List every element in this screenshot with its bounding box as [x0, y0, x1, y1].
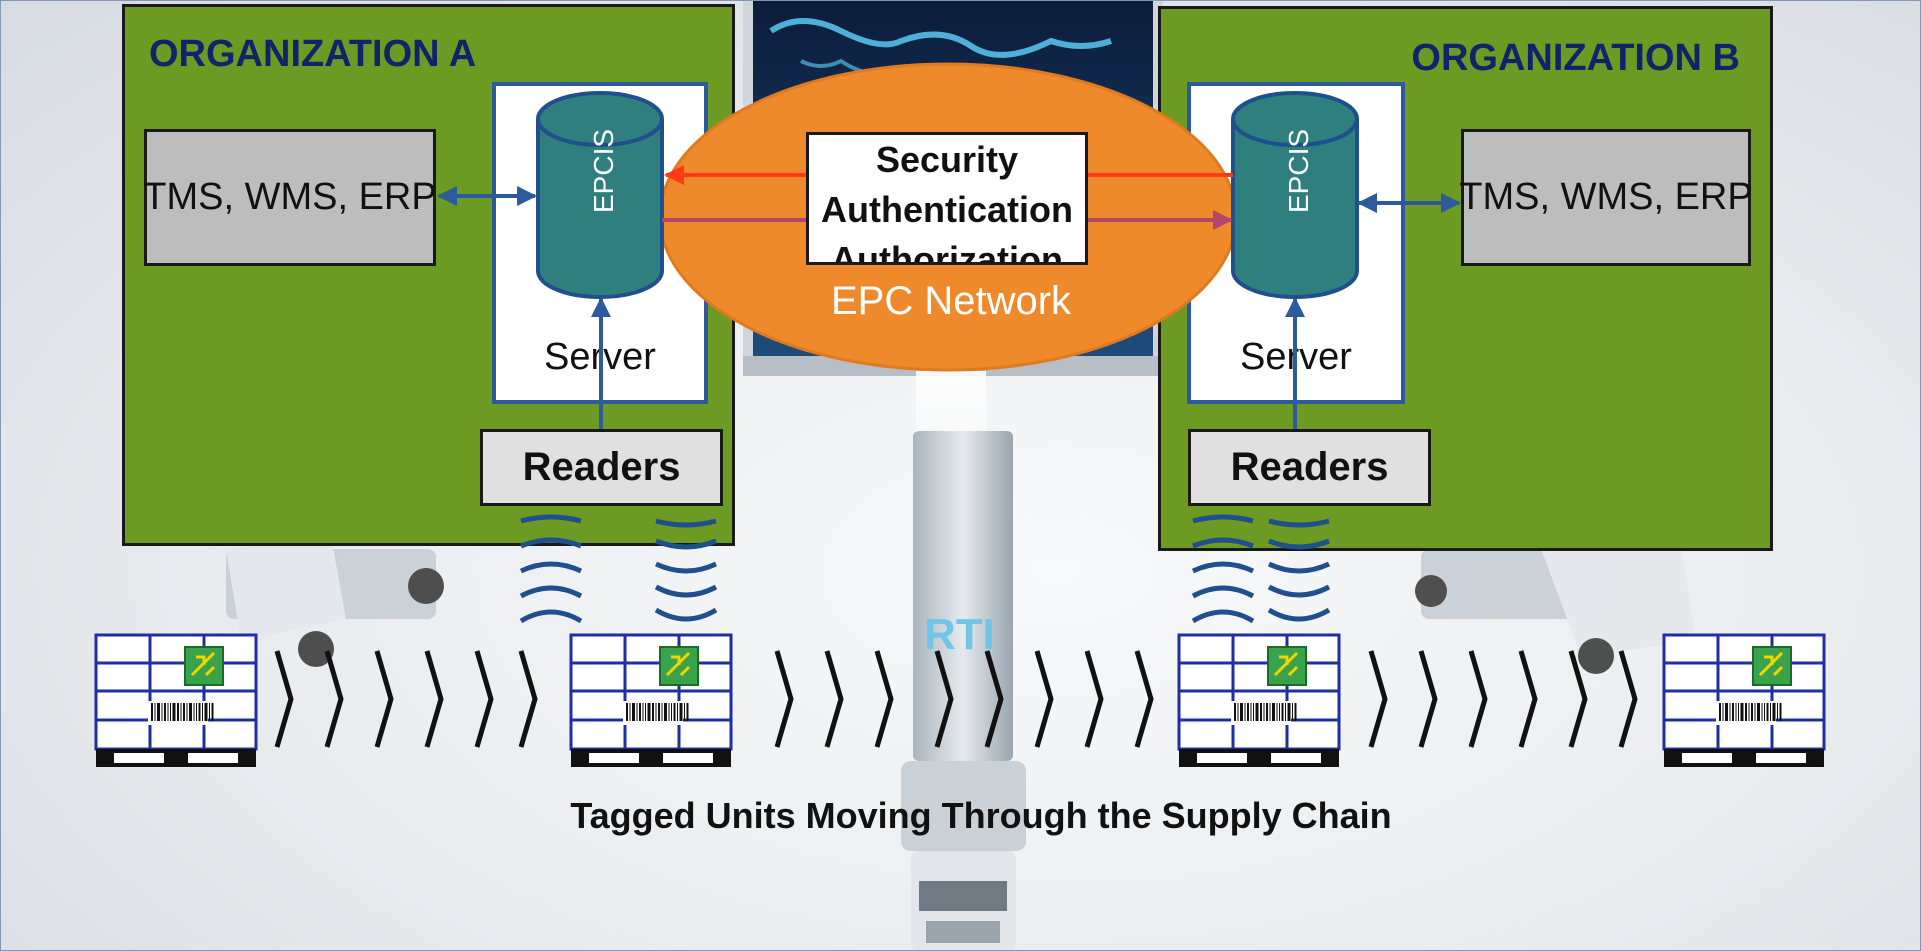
organization-a-readers: Readers: [480, 429, 723, 506]
organization-b-title: ORGANIZATION B: [1411, 37, 1740, 79]
security-line: Security: [875, 139, 1019, 180]
organization-a-systems: TMS, WMS, ERP: [143, 129, 437, 266]
truck-text: RTI: [924, 610, 995, 659]
organization-a-title: ORGANIZATION A: [149, 33, 477, 75]
authentication-line: Authentication: [821, 189, 1073, 230]
organization-b-systems: TMS, WMS, ERP: [1459, 129, 1753, 266]
organization-a-server-label: Server: [544, 336, 656, 378]
left-truck: [226, 536, 444, 667]
organization-b-server-label: Server: [1240, 336, 1352, 378]
center-truck: RTI: [901, 431, 1026, 950]
right-truck: [1415, 546, 1696, 674]
organization-a-server: Server: [492, 82, 708, 404]
organization-b-readers: Readers: [1188, 429, 1431, 506]
organization-b-server: Server: [1187, 82, 1405, 404]
security-box: Security Authentication Authorization: [806, 132, 1088, 265]
epc-network-label: EPC Network: [830, 279, 1072, 323]
caption: Tagged Units Moving Through the Supply C…: [570, 795, 1392, 836]
authorization-line: Authorization: [831, 239, 1063, 265]
